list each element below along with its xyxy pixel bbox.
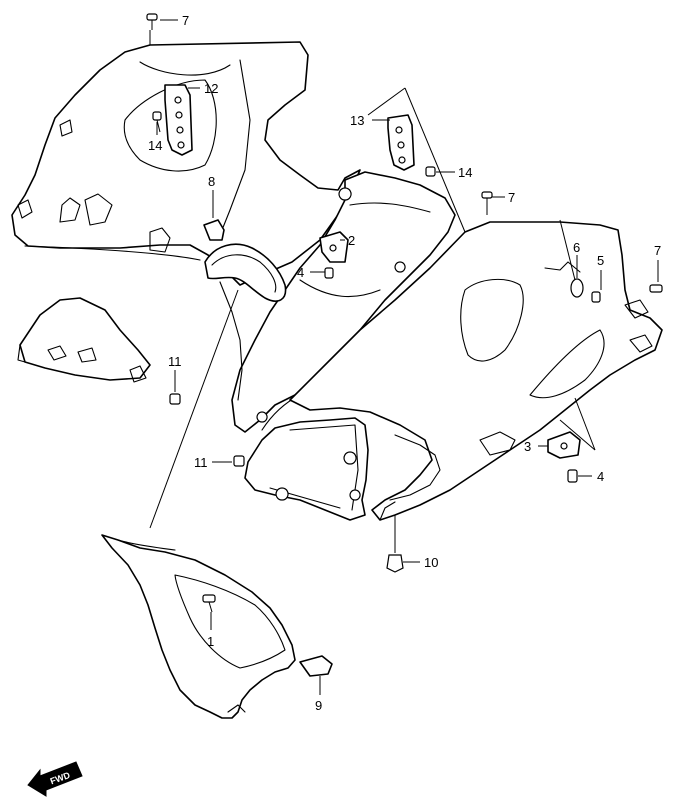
grommet-6 <box>570 278 584 298</box>
left-lower-side-panel <box>17 297 151 383</box>
fastener-10 <box>386 554 404 573</box>
screw-7-right <box>649 284 663 293</box>
right-main-fairing-panel <box>289 221 663 521</box>
callout-14-right: 14 <box>458 165 472 180</box>
fwd-arrow-icon: FWD <box>27 761 83 797</box>
callout-9: 9 <box>315 698 322 713</box>
callout-4-center: 4 <box>297 265 304 280</box>
callout-1: 1 <box>207 634 214 649</box>
callout-13: 13 <box>350 113 364 128</box>
bolt-4-center <box>324 267 334 279</box>
bracket-12 <box>164 84 193 156</box>
callout-8: 8 <box>208 174 215 189</box>
callout-11-center: 11 <box>194 455 208 470</box>
callout-leaders <box>156 19 659 695</box>
screw-7-center <box>481 191 493 215</box>
center-inner-fairing-panel <box>231 171 456 433</box>
callout-6: 6 <box>573 240 580 255</box>
upper-left-fairing-panel <box>11 41 361 286</box>
bolt-4-right <box>567 469 578 483</box>
screw-14-right <box>425 166 436 177</box>
bracket-3 <box>547 431 581 459</box>
callout-4-right: 4 <box>597 469 604 484</box>
lower-center-inner-panel <box>244 417 369 521</box>
callout-14-left: 14 <box>148 138 162 153</box>
screw-7-top-left <box>146 13 158 30</box>
screw-1 <box>202 594 216 613</box>
callout-labels: 7 12 14 13 14 8 2 4 7 6 5 7 11 3 4 11 10… <box>148 13 661 713</box>
callout-7-top-left: 7 <box>182 13 189 28</box>
callout-5: 5 <box>597 253 604 268</box>
under-cowling-panel <box>101 534 296 719</box>
callout-2: 2 <box>348 233 355 248</box>
nut-11-center <box>233 455 245 467</box>
callout-3: 3 <box>524 439 531 454</box>
clip-8 <box>203 219 225 241</box>
callout-7-right: 7 <box>654 243 661 258</box>
callout-10: 10 <box>424 555 438 570</box>
callout-11-left: 11 <box>168 354 182 369</box>
callout-12: 12 <box>204 81 218 96</box>
collar-5 <box>591 291 601 303</box>
reference-lines <box>149 30 596 553</box>
callout-7-center: 7 <box>508 190 515 205</box>
bracket-13 <box>387 114 415 171</box>
clip-9 <box>299 655 333 677</box>
nut-11-left <box>169 393 181 405</box>
inner-duct-seal <box>204 243 287 401</box>
